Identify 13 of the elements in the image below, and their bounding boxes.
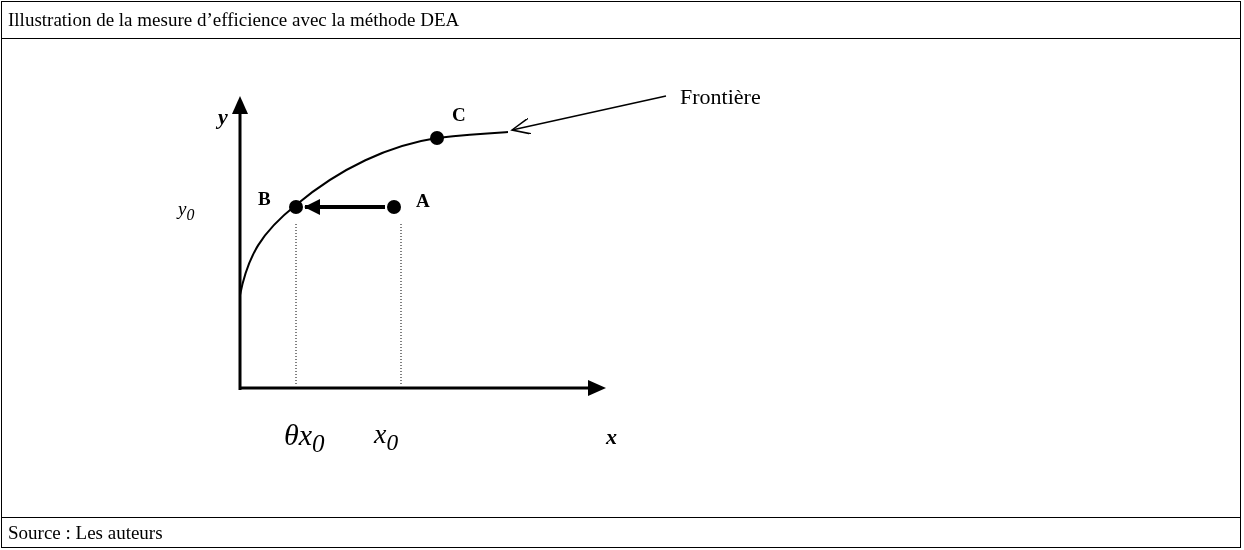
axis-label: y — [218, 104, 228, 130]
point-label: C — [452, 104, 466, 126]
title: Illustration de la mesure d’efficience avec la méthode DEA — [8, 9, 460, 31]
arrow — [304, 199, 385, 215]
tick-label: x$_{0}$ — [374, 418, 399, 456]
axis-value-label: y$_{0}$ — [178, 198, 195, 224]
point-label: A — [416, 190, 430, 212]
point-label: B — [258, 188, 271, 210]
tick-label: θx$_{0}$ — [284, 418, 325, 458]
source-note: Source : Les auteurs — [8, 522, 163, 544]
leader-arrow — [511, 95, 667, 135]
axis-label: x — [606, 424, 617, 450]
frontier-label: Frontière — [680, 84, 761, 110]
